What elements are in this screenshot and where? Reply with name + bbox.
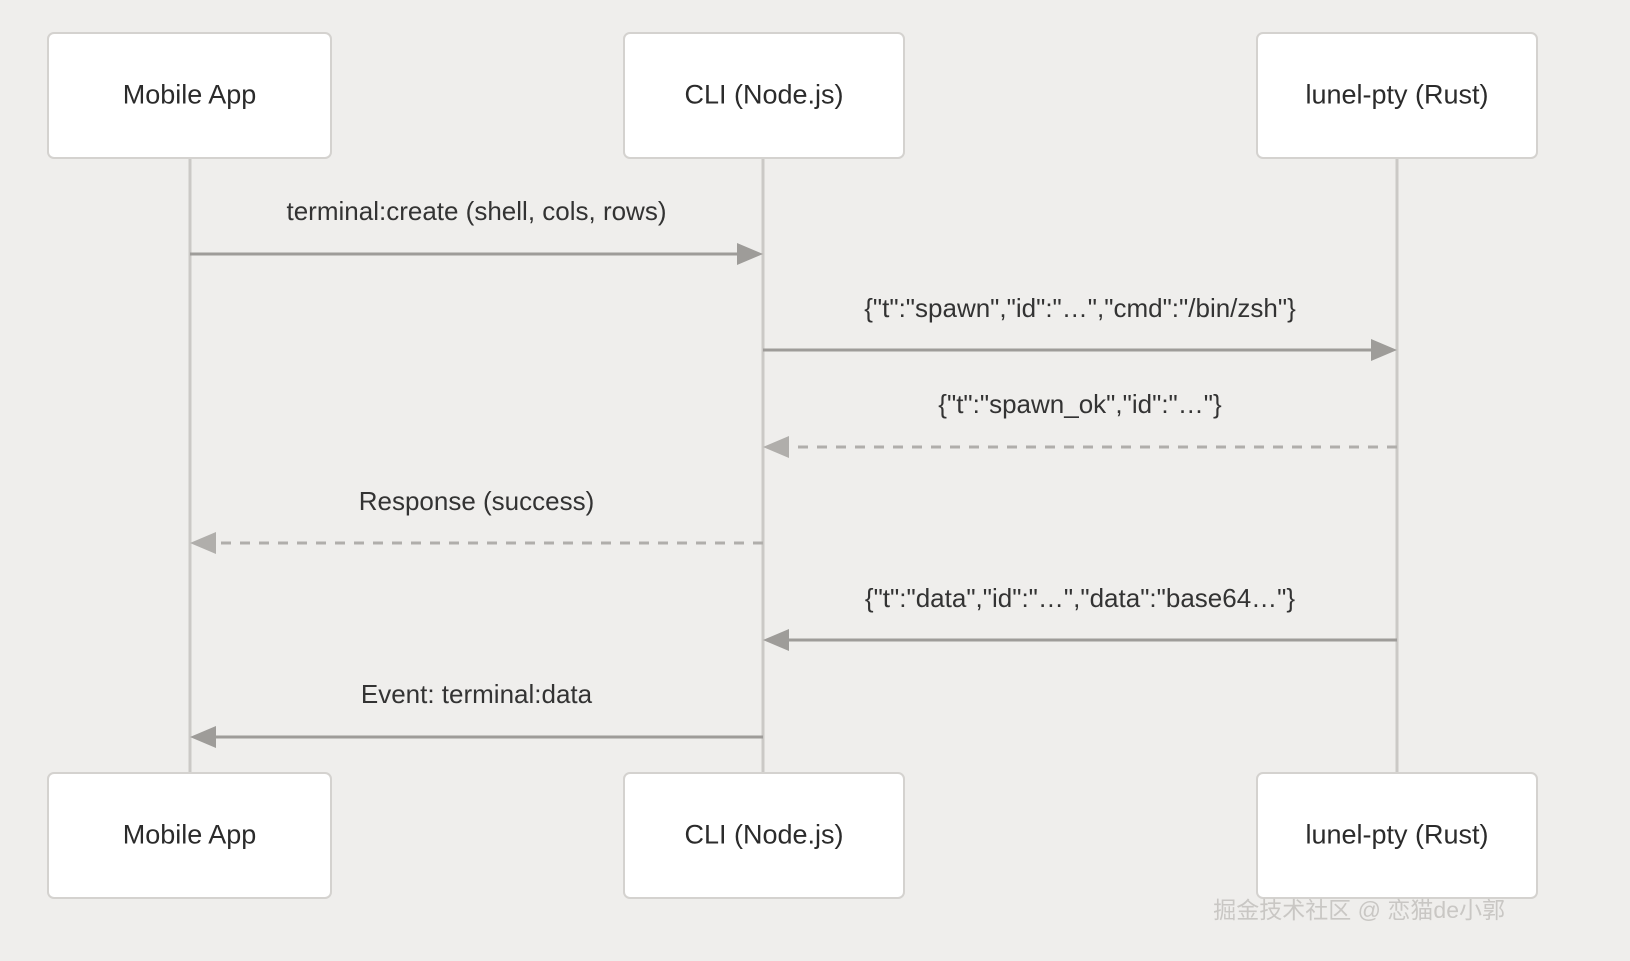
messages-group	[190, 243, 1397, 748]
message-label: Response (success)	[359, 486, 595, 516]
participant-label: CLI (Node.js)	[684, 820, 843, 850]
watermark: 掘金技术社区 @ 恋猫de小郭	[1213, 897, 1505, 923]
arrow-head	[763, 629, 789, 651]
participant-cli-node-top[interactable]: CLI (Node.js)	[623, 32, 905, 159]
participants-bottom-group: Mobile App CLI (Node.js) lunel-pty (Rust)	[47, 772, 1538, 899]
participant-mobile-app-top[interactable]: Mobile App	[47, 32, 332, 159]
message-5-solid	[763, 629, 1397, 651]
participant-lunel-pty-top[interactable]: lunel-pty (Rust)	[1256, 32, 1538, 159]
message-label: terminal:create (shell, cols, rows)	[287, 196, 667, 226]
message-labels-group: terminal:create (shell, cols, rows) {"t":…	[287, 196, 1297, 709]
participant-mobile-app-bottom[interactable]: Mobile App	[47, 772, 332, 899]
message-4-dashed	[190, 532, 763, 554]
arrow-head	[763, 436, 789, 458]
arrow-head	[737, 243, 763, 265]
message-label: {"t":"data","id":"…","data":"base64…"}	[865, 583, 1296, 613]
participant-cli-node-bottom[interactable]: CLI (Node.js)	[623, 772, 905, 899]
arrow-head	[190, 726, 216, 748]
participant-box	[1256, 32, 1538, 159]
participant-label: Mobile App	[123, 820, 257, 850]
message-label: {"t":"spawn_ok","id":"…"}	[938, 389, 1222, 419]
participant-box	[1256, 772, 1538, 899]
participant-box	[623, 772, 905, 899]
arrow-head	[190, 532, 216, 554]
participant-box	[47, 32, 332, 159]
message-label: Event: terminal:data	[361, 679, 593, 709]
lifelines-group	[188, 158, 1399, 773]
message-1-solid	[190, 243, 763, 265]
participant-label: Mobile App	[123, 80, 257, 110]
message-2-solid	[763, 339, 1397, 361]
participant-box	[623, 32, 905, 159]
arrow-head	[1371, 339, 1397, 361]
participant-lunel-pty-bottom[interactable]: lunel-pty (Rust)	[1256, 772, 1538, 899]
participant-box	[47, 772, 332, 899]
participant-label: CLI (Node.js)	[684, 80, 843, 110]
participant-label: lunel-pty (Rust)	[1305, 820, 1488, 850]
message-label: {"t":"spawn","id":"…","cmd":"/bin/zsh"}	[864, 293, 1296, 323]
participant-label: lunel-pty (Rust)	[1305, 80, 1488, 110]
message-3-dashed	[763, 436, 1397, 458]
message-6-solid	[190, 726, 763, 748]
participants-top-group: Mobile App CLI (Node.js) lunel-pty (Rust)	[47, 32, 1538, 159]
